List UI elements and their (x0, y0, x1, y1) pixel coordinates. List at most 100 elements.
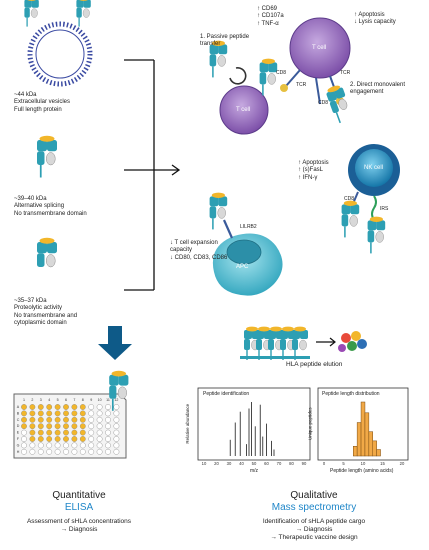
plate-col-label: 11 (106, 398, 110, 402)
plate-well (79, 436, 86, 442)
plate-well (63, 404, 69, 410)
transfer-arrow-icon (229, 67, 247, 85)
soluble-hla-shed (37, 237, 57, 268)
plate-well (105, 404, 111, 410)
nk-effects: ↑ Apoptosis↑ (s)FasL↑ IFN-γ (298, 160, 329, 181)
plate-well (96, 448, 103, 455)
plate-well (96, 423, 103, 430)
plate-well (79, 442, 86, 449)
plate-well (63, 448, 69, 455)
length-bar (353, 446, 358, 457)
plate-well (113, 448, 120, 455)
plate-well (88, 448, 95, 455)
plate-col-label: 5 (57, 398, 59, 402)
plate-well (54, 448, 61, 455)
plate-well (29, 423, 36, 430)
plate-well (71, 423, 78, 430)
plate-well (54, 423, 61, 430)
ms-tick-label: 40 (239, 461, 244, 466)
plate-well (105, 416, 111, 423)
nk-kir-label: IRS (380, 206, 389, 212)
plate-well (46, 429, 53, 436)
ms-ylabel: Relative abundance (185, 403, 191, 444)
plate-well (88, 404, 95, 410)
plate-row-label: E (17, 431, 20, 435)
plate-well (113, 404, 120, 410)
ld-tick-label: 10 (361, 461, 366, 466)
plate-row-label: A (17, 405, 20, 409)
lilrb2-label: LILRB2 (240, 224, 257, 230)
soluble-hla-on-tcr (258, 57, 278, 97)
plate-well (105, 436, 111, 442)
length-bar (368, 431, 374, 457)
plate-well (63, 429, 69, 436)
plate-well (21, 448, 27, 455)
ms-tick-label: 60 (264, 461, 269, 466)
plate-well (71, 442, 78, 449)
plate-well (63, 416, 69, 423)
plate-well (29, 410, 36, 417)
plate-row-label: D (17, 424, 20, 428)
plate-well (29, 448, 36, 455)
plate-well (113, 410, 120, 417)
plate-well (113, 423, 120, 430)
plate-col-label: 9 (90, 398, 92, 402)
plate-well (63, 423, 69, 430)
ld-xlabel: Peptide length (amino acids) (330, 468, 394, 474)
plate-well (21, 423, 27, 430)
plate-col-label: 10 (98, 398, 102, 402)
plate-well (46, 416, 53, 423)
quant-desc: Assessment of sHLA concentrations→ Diagn… (26, 518, 132, 533)
soluble-hla-on-nk (340, 199, 360, 239)
plate-well (37, 436, 44, 442)
qual-desc: Identification of sHLA peptide cargo→ Di… (262, 518, 366, 541)
plate-well (96, 410, 103, 417)
plate-well (79, 416, 86, 423)
apc-cell (212, 219, 283, 296)
plate-well (113, 429, 120, 436)
tcell-apoptosis: ↑ Apoptosis↓ Lysis capacity (354, 12, 396, 26)
plate-col-label: 7 (73, 398, 75, 402)
ms-chart-title: Peptide identification (203, 391, 250, 397)
tcell-effects: ↑ CD69↑ CD107a↑ TNF-α (257, 6, 284, 27)
plate-well (71, 436, 78, 442)
ms-tick-label: 90 (302, 461, 307, 466)
plate-well (21, 442, 27, 449)
plate-col-label: 2 (31, 398, 33, 402)
soluble-hla-on-kir (366, 215, 386, 255)
plate-well (46, 448, 53, 455)
length-bar (376, 449, 381, 457)
plate-well (105, 423, 111, 430)
cd8-label-b: CD8 (318, 100, 329, 106)
quant-method: ELISA (64, 502, 94, 513)
length-bar (364, 412, 370, 457)
plate-well (46, 410, 53, 417)
extracellular-vesicle (23, 0, 93, 87)
plate-well (54, 410, 61, 417)
plate-well (105, 410, 111, 417)
cd8-label-a: CD8 (276, 70, 287, 76)
ms-tick-label: 70 (277, 461, 282, 466)
tcell-label: T cell (312, 45, 327, 51)
hla-array (240, 325, 310, 361)
nk-cd8-label: CD8 (344, 196, 355, 202)
plate-col-label: 12 (114, 398, 118, 402)
plate-well (54, 404, 61, 410)
tcr-label-b: TCR (340, 70, 351, 76)
plate-well (37, 423, 44, 430)
plate-well (79, 429, 86, 436)
plate-col-label: 4 (48, 398, 50, 402)
plate-well (79, 410, 86, 417)
plate-row-label: F (17, 437, 20, 441)
ms-xlabel: m/z (250, 468, 259, 474)
plate-well (105, 442, 111, 449)
plate-well (113, 436, 120, 442)
ld-chart-title: Peptide length distribution (322, 391, 380, 397)
